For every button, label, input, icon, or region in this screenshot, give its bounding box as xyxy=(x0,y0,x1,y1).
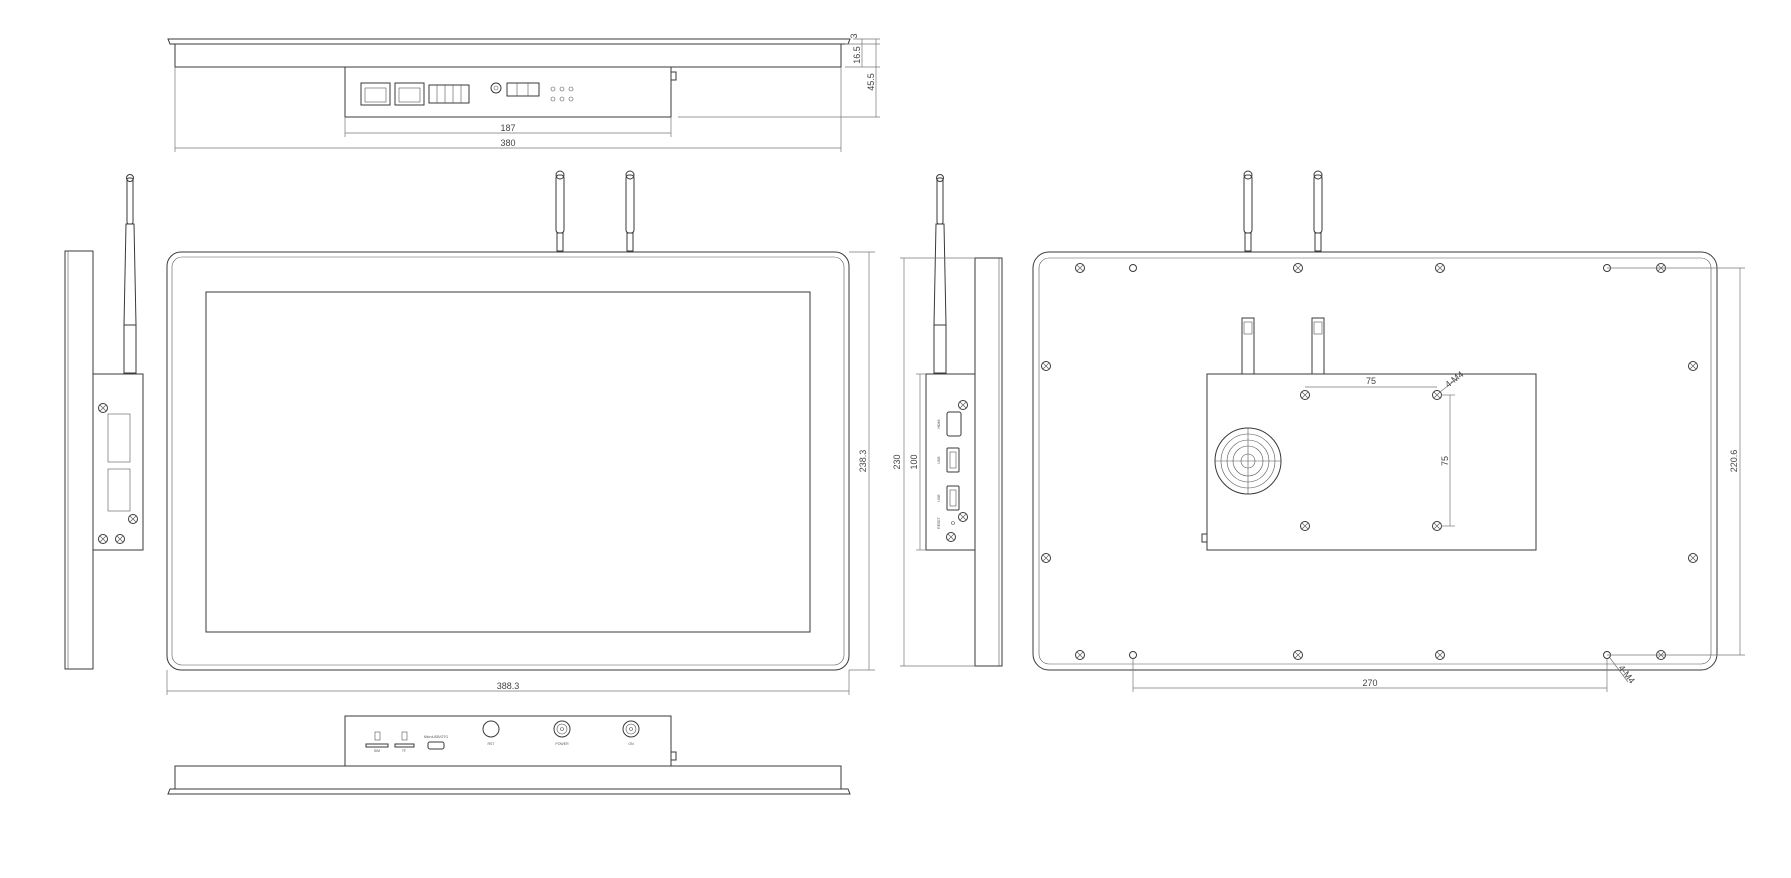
dim-mount-screw: 4-M4 xyxy=(1616,663,1637,685)
dc-jack-icon xyxy=(490,82,502,94)
label-power: POWER xyxy=(555,742,569,746)
bottom-io-box xyxy=(344,715,672,767)
rear-housing-outer xyxy=(1032,251,1718,671)
front-bezel-outer xyxy=(166,251,850,671)
on-antenna-connector xyxy=(622,720,640,738)
label-usb-1: USB xyxy=(937,456,941,464)
top-view: 3 16.5 45.5 187 380 xyxy=(167,33,880,152)
display-area xyxy=(205,291,811,633)
bottom-view: SIM TF MicroUSB/OTG RST POWER ON xyxy=(167,715,851,795)
dc-terminal xyxy=(506,82,540,97)
gpio-terminal xyxy=(428,84,470,104)
dim-front-height: 238.3 xyxy=(858,450,868,473)
reset-hole-icon xyxy=(951,521,955,525)
dim-side-height: 230 xyxy=(892,454,902,469)
dim-front-width: 388.3 xyxy=(497,681,520,691)
dim-side-box-height: 100 xyxy=(909,454,919,469)
label-sim: SIM xyxy=(374,749,380,753)
front-view: 238.3 388.3 xyxy=(166,170,875,695)
label-tf: TF xyxy=(402,749,406,753)
label-reset: RESET xyxy=(937,516,941,529)
dim-mount-height: 220.6 xyxy=(1729,450,1739,473)
sim-slot-icon xyxy=(365,731,389,748)
dim-vesa-vertical: 75 xyxy=(1440,456,1450,466)
top-flange xyxy=(167,38,851,45)
rear-io-box xyxy=(1206,373,1537,551)
right-antenna-icon xyxy=(933,174,947,374)
top-io-box xyxy=(344,66,672,118)
rst-button-icon xyxy=(482,720,500,738)
bottom-flange xyxy=(167,788,851,795)
dim-total-depth: 45.5 xyxy=(866,73,876,91)
dim-mount-spacing: 270 xyxy=(1362,678,1377,688)
fan-grille-icon xyxy=(1214,427,1282,495)
dim-overall-width: 380 xyxy=(500,138,515,148)
left-antenna-icon xyxy=(123,174,137,374)
label-micro-usb: MicroUSB/OTG xyxy=(424,735,449,739)
micro-usb-icon xyxy=(427,741,445,750)
left-side-box xyxy=(92,373,144,551)
power-antenna-connector xyxy=(553,720,571,738)
rear-view: 75 75 4-M4 220.6 270 4-M4 xyxy=(1032,170,1745,692)
dim-vesa-horizontal: 75 xyxy=(1366,376,1376,386)
rear-antenna-mounts xyxy=(1241,317,1325,375)
top-bezel xyxy=(174,43,842,68)
right-side-box xyxy=(925,373,976,551)
usb-port-icon-2 xyxy=(946,485,960,511)
left-side-view xyxy=(64,174,144,670)
tf-slot-icon xyxy=(394,731,415,748)
rear-housing-inner xyxy=(1038,257,1712,665)
dim-flange: 3 xyxy=(849,33,859,38)
lan-port-2 xyxy=(394,82,425,106)
dim-box-width: 187 xyxy=(500,123,515,133)
label-rst: RST xyxy=(488,742,496,746)
label-on: ON xyxy=(628,742,634,746)
right-side-bezel xyxy=(974,257,1003,667)
left-side-bezel xyxy=(64,250,94,670)
dim-bezel-depth: 16.5 xyxy=(852,46,862,64)
left-vent-slots xyxy=(107,413,131,512)
hdmi-port-icon xyxy=(946,411,962,437)
top-antenna-stub xyxy=(670,71,677,81)
lan-port-1 xyxy=(360,82,391,106)
com-leds xyxy=(550,86,574,102)
front-bezel-inner xyxy=(171,256,845,666)
dim-vesa-screw: 4-M4 xyxy=(1443,369,1465,390)
label-usb-2: USB xyxy=(937,494,941,502)
right-side-view: HDMI USB USB RESET 230 100 xyxy=(892,174,1003,667)
label-hdmi: HDMI xyxy=(937,420,941,429)
bottom-bezel xyxy=(174,765,842,790)
usb-port-icon-1 xyxy=(946,447,960,473)
